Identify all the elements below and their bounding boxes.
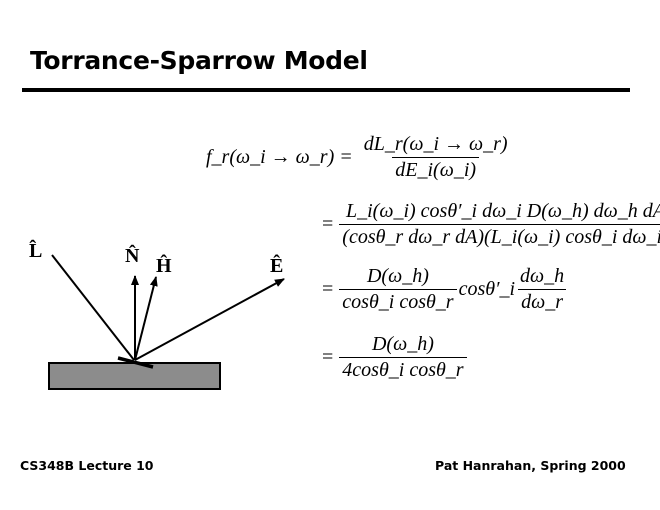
fraction-denominator: (cosθ_r dω_r dA)(L_i(ω_i) cosθ_i dω_i) [339, 224, 660, 249]
fraction-numerator: dL_r(ω_i → ω_r) [363, 133, 508, 155]
equation-line-2: = L_i(ω_i) cosθ′_i dω_i D(ω_h) dω_h dA (… [322, 200, 660, 249]
eye-vector [134, 278, 285, 361]
footer-course: CS348B Lecture 10 [20, 458, 154, 473]
fraction: D(ω_h) cosθ_i cosθ_r [339, 265, 457, 314]
light-vector [51, 254, 135, 361]
fraction-denominator: dω_r [518, 289, 567, 314]
fraction-numerator: dω_h [520, 265, 565, 287]
fraction: dω_h dω_r [517, 265, 567, 314]
equals-sign: = [322, 346, 334, 368]
fraction-numerator: L_i(ω_i) cosθ′_i dω_i D(ω_h) dω_h dA [346, 200, 660, 222]
label-E: Ê [270, 255, 284, 277]
brdf-lhs: f_r(ω_i → ω_r) = [206, 146, 353, 168]
equation-line-3: = D(ω_h) cosθ_i cosθ_r cosθ′_i dω_h dω_r [322, 265, 569, 314]
cos-theta-prime: cosθ′_i [458, 278, 516, 300]
surface [48, 362, 221, 390]
microfacet [117, 356, 154, 369]
equals-sign: = [322, 278, 334, 300]
fraction-numerator: D(ω_h) [371, 333, 434, 355]
fraction: dL_r(ω_i → ω_r) dE_i(ω_i) [361, 133, 511, 182]
fraction-denominator: dE_i(ω_i) [392, 157, 480, 182]
fraction: D(ω_h) 4cosθ_i cosθ_r [339, 333, 467, 382]
slide-title: Torrance-Sparrow Model [30, 46, 368, 75]
equation-line-1: f_r(ω_i → ω_r) = dL_r(ω_i → ω_r) dE_i(ω_… [206, 133, 513, 182]
equals-sign: = [322, 213, 334, 235]
title-rule [22, 88, 630, 92]
fraction-denominator: 4cosθ_i cosθ_r [339, 357, 467, 382]
label-H: Ĥ [156, 255, 172, 277]
label-N: N̂ [125, 245, 140, 267]
equation-line-4: = D(ω_h) 4cosθ_i cosθ_r [322, 333, 469, 382]
fraction-denominator: cosθ_i cosθ_r [339, 289, 457, 314]
fraction-numerator: D(ω_h) [366, 265, 429, 287]
footer-author: Pat Hanrahan, Spring 2000 [435, 458, 626, 473]
halfway-vector [134, 276, 158, 361]
fraction: L_i(ω_i) cosθ′_i dω_i D(ω_h) dω_h dA (co… [339, 200, 660, 249]
label-L: L̂ [29, 240, 43, 262]
